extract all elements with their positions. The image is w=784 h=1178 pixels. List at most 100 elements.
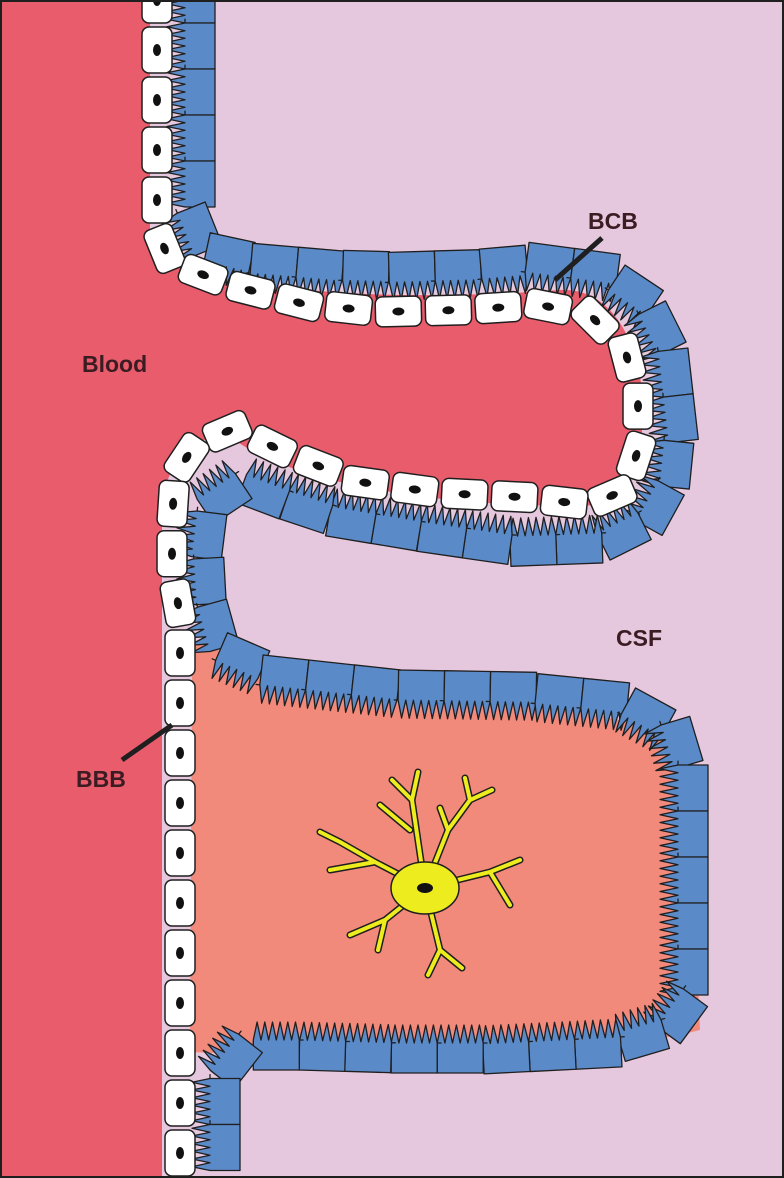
epithelial-cell	[659, 760, 709, 812]
endothelial-cell	[340, 464, 390, 501]
epithelial-cell	[301, 659, 356, 713]
endothelial-cell	[164, 929, 196, 977]
endothelial-cell	[622, 382, 654, 430]
epithelial-cell	[555, 514, 607, 566]
endothelial-cell	[177, 253, 229, 296]
endothelial-cell	[164, 879, 196, 927]
endothelial-cell	[156, 479, 190, 529]
epithelial-cell	[614, 1002, 671, 1063]
epithelial-cell	[393, 669, 446, 720]
epithelial-cell	[279, 473, 338, 535]
cell-nucleus	[173, 597, 182, 610]
cell-nucleus	[622, 351, 632, 364]
cell-nucleus	[492, 303, 505, 312]
cell-nucleus	[266, 441, 279, 451]
cell-nucleus	[160, 242, 169, 255]
epithelial-cell	[591, 497, 652, 561]
endothelial-cell	[164, 1029, 196, 1077]
epithelial-cell	[324, 488, 381, 545]
epithelial-cell	[346, 664, 401, 718]
cell-nucleus	[176, 1047, 184, 1059]
endothelial-cell	[586, 474, 638, 517]
cell-nucleus	[181, 451, 192, 463]
cell-nucleus	[606, 491, 618, 500]
endothelial-cell	[164, 979, 196, 1027]
epithelial-cell	[416, 503, 471, 559]
epithelial-cell	[235, 458, 294, 520]
endothelial-cell	[163, 431, 210, 483]
cell-nucleus	[153, 144, 161, 156]
cell-nucleus	[542, 302, 555, 311]
endothelial-cell	[156, 529, 188, 578]
epithelial-cell	[390, 1024, 442, 1074]
endothelial-cell	[570, 295, 620, 345]
cell-nucleus	[392, 307, 405, 316]
cell-nucleus	[168, 547, 176, 560]
cell-nucleus	[176, 697, 184, 709]
epithelial-cell	[481, 1023, 534, 1075]
cell-nucleus	[634, 400, 642, 413]
blood-label: Blood	[82, 351, 147, 377]
endothelial-cell	[141, 26, 173, 74]
bbb-pointer-line	[120, 722, 174, 763]
cell-nucleus	[153, 194, 161, 206]
endothelial-cell	[141, 0, 173, 24]
astrocyte-nucleus	[417, 883, 433, 893]
endothelial-cell	[164, 679, 196, 727]
endothelial-cell	[390, 471, 440, 508]
cell-nucleus	[590, 315, 601, 326]
cell-nucleus	[153, 44, 161, 56]
choroid-plexus-epithelium	[161, 0, 709, 1172]
epithelial-cell	[252, 1021, 304, 1071]
endothelial-cell	[523, 287, 574, 326]
endothelial-cell	[615, 430, 657, 482]
epithelial-cell	[659, 898, 709, 950]
epithelial-cell	[477, 244, 529, 298]
cell-nucleus	[458, 490, 471, 499]
bcb-pointer-line	[553, 236, 604, 282]
cell-nucleus	[508, 492, 521, 501]
cell-nucleus	[176, 897, 184, 909]
cell-nucleus	[221, 426, 234, 436]
endothelial-cell	[141, 176, 173, 224]
endothelial-cell	[324, 291, 374, 326]
endothelial-cell	[273, 283, 325, 323]
bcb-label: BCB	[588, 208, 638, 234]
endothelial-cell	[164, 1079, 196, 1127]
endothelial-cell	[539, 484, 589, 520]
epithelial-cell	[659, 944, 709, 996]
epithelial-cell	[623, 300, 687, 361]
cell-nucleus	[153, 0, 161, 6]
epithelial-cell	[659, 852, 709, 904]
endothelial-cell	[164, 629, 196, 677]
cell-nucleus	[312, 461, 325, 471]
epithelial-cell	[485, 670, 538, 721]
cell-nucleus	[176, 997, 184, 1009]
endothelial-cell	[374, 295, 423, 328]
endothelial-cell	[164, 829, 196, 877]
epithelial-cell	[436, 1024, 488, 1074]
brain-tissue-region	[190, 640, 700, 1057]
cell-nucleus	[176, 947, 184, 959]
epithelial-cell	[530, 673, 585, 727]
epithelial-cell	[520, 241, 576, 297]
cell-nucleus	[408, 485, 421, 494]
cell-nucleus	[176, 847, 184, 859]
endothelial-cell	[292, 444, 344, 487]
epithelial-cell	[659, 806, 709, 858]
endothelial-cell	[225, 270, 276, 310]
cell-nucleus	[176, 1147, 184, 1159]
epithelial-cell	[189, 460, 253, 525]
cell-nucleus	[631, 449, 641, 462]
endothelial-cell	[143, 222, 186, 275]
endothelial-cell	[164, 779, 196, 827]
endothelial-cell	[164, 729, 196, 777]
epithelial-cell	[255, 654, 310, 708]
cell-nucleus	[169, 497, 178, 510]
cell-nucleus	[176, 797, 184, 809]
cell-nucleus	[176, 747, 184, 759]
endothelial-cell	[424, 294, 473, 327]
epithelial-cell	[576, 677, 631, 731]
astrocyte	[316, 768, 524, 979]
